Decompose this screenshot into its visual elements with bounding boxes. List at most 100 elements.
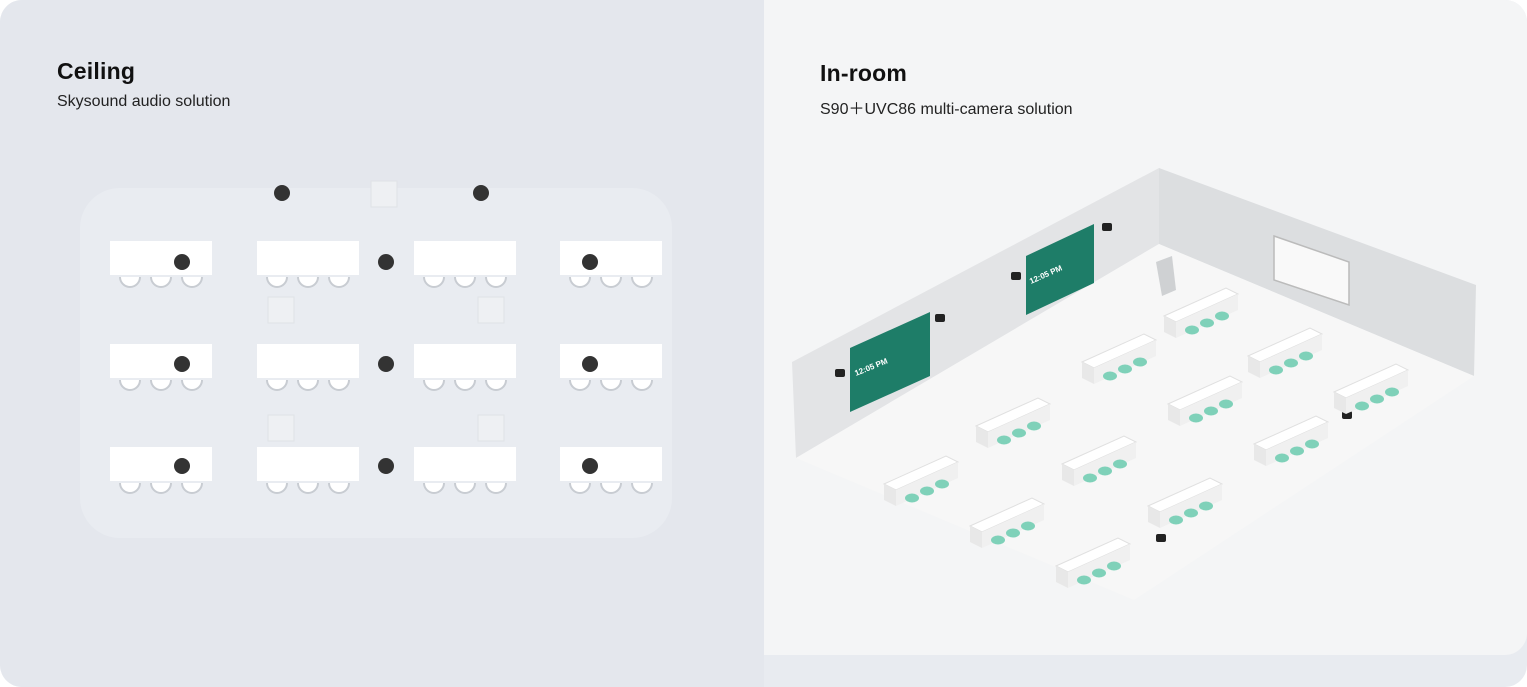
desk-side [1334,392,1346,414]
desk [110,344,212,378]
inroom-subtitle: S90＋UVC86 multi-camera solution [820,101,1073,118]
desk [414,344,516,378]
chair [600,482,622,494]
desk-group [257,241,359,288]
chair [569,379,591,391]
chair [1199,501,1213,511]
inroom-title: In-room [820,60,907,86]
desk-group [414,241,516,288]
chair [1275,453,1289,463]
chair [1184,508,1198,518]
desk-group [560,241,662,288]
camera-icon [1102,223,1112,231]
chair [1103,371,1117,381]
chair [266,379,288,391]
chair [1284,358,1298,368]
chair [600,276,622,288]
ceiling-panel-icon [477,414,505,442]
desk-with-chairs [1080,333,1158,384]
ceiling-speaker-icon [378,254,394,270]
inroom-panel: In-room S90＋UVC86 multi-camera solution … [764,0,1527,655]
chair [905,493,919,503]
chair [1006,528,1020,538]
desk-with-chairs [1054,537,1132,588]
chair [181,379,203,391]
ceiling-speaker-icon [174,356,190,372]
chair [423,379,445,391]
desk [110,241,212,275]
chair [328,379,350,391]
chair [1189,413,1203,423]
desk-side [884,484,896,506]
chair [1077,575,1091,585]
chair [423,276,445,288]
chair [1169,515,1183,525]
desk-side [1148,506,1160,528]
chair [150,379,172,391]
chair [1204,406,1218,416]
desk-side [1164,316,1176,338]
chair [297,276,319,288]
desk-with-chairs [1162,287,1240,338]
desk-group [257,344,359,391]
chair [1098,466,1112,476]
whiteboard [1273,234,1350,307]
desk-side [976,426,988,448]
chair [181,482,203,494]
chair [119,276,141,288]
ceiling-speaker-icon [582,356,598,372]
chair [119,379,141,391]
desk-group [560,447,662,494]
chair [423,482,445,494]
chair [266,482,288,494]
desk-group [414,447,516,494]
ceiling-speaker-icon [582,254,598,270]
desk-group [560,344,662,391]
chair [1355,401,1369,411]
desk-with-chairs [968,497,1046,548]
desk-with-chairs [882,455,960,506]
chair [1133,357,1147,367]
chair [297,379,319,391]
inroom-isometric-view: 12:05 PM 12:05 PM [792,168,1476,600]
chair [454,379,476,391]
desk-with-chairs [1146,477,1224,528]
desk [560,344,662,378]
chair [454,276,476,288]
ceiling-floorplan [110,180,662,494]
chair [1012,428,1026,438]
chair [631,276,653,288]
chair [991,535,1005,545]
desk-group [110,344,212,391]
camera-icon [1156,534,1166,542]
ceiling-panel-icon [267,414,295,442]
ceiling-panel: Ceiling Skysound audio solution [57,58,662,494]
desk [414,241,516,275]
desk-group [414,344,516,391]
desk [257,241,359,275]
ceiling-speaker-icon [378,356,394,372]
desk-side [1056,566,1068,588]
chair [1113,459,1127,469]
chair [328,276,350,288]
chair [328,482,350,494]
chair [1305,439,1319,449]
desk-side [1082,362,1094,384]
chair [1107,561,1121,571]
chair [920,486,934,496]
chair [935,479,949,489]
chair [1290,446,1304,456]
desk-with-chairs [974,397,1052,448]
chair [1269,365,1283,375]
chair [997,435,1011,445]
chair [1370,394,1384,404]
chair [485,482,507,494]
ceiling-speaker-icon [473,185,489,201]
chair [600,379,622,391]
desk-group [257,447,359,494]
desk [110,447,212,481]
desk-side [970,526,982,548]
chair [631,379,653,391]
chair [454,482,476,494]
